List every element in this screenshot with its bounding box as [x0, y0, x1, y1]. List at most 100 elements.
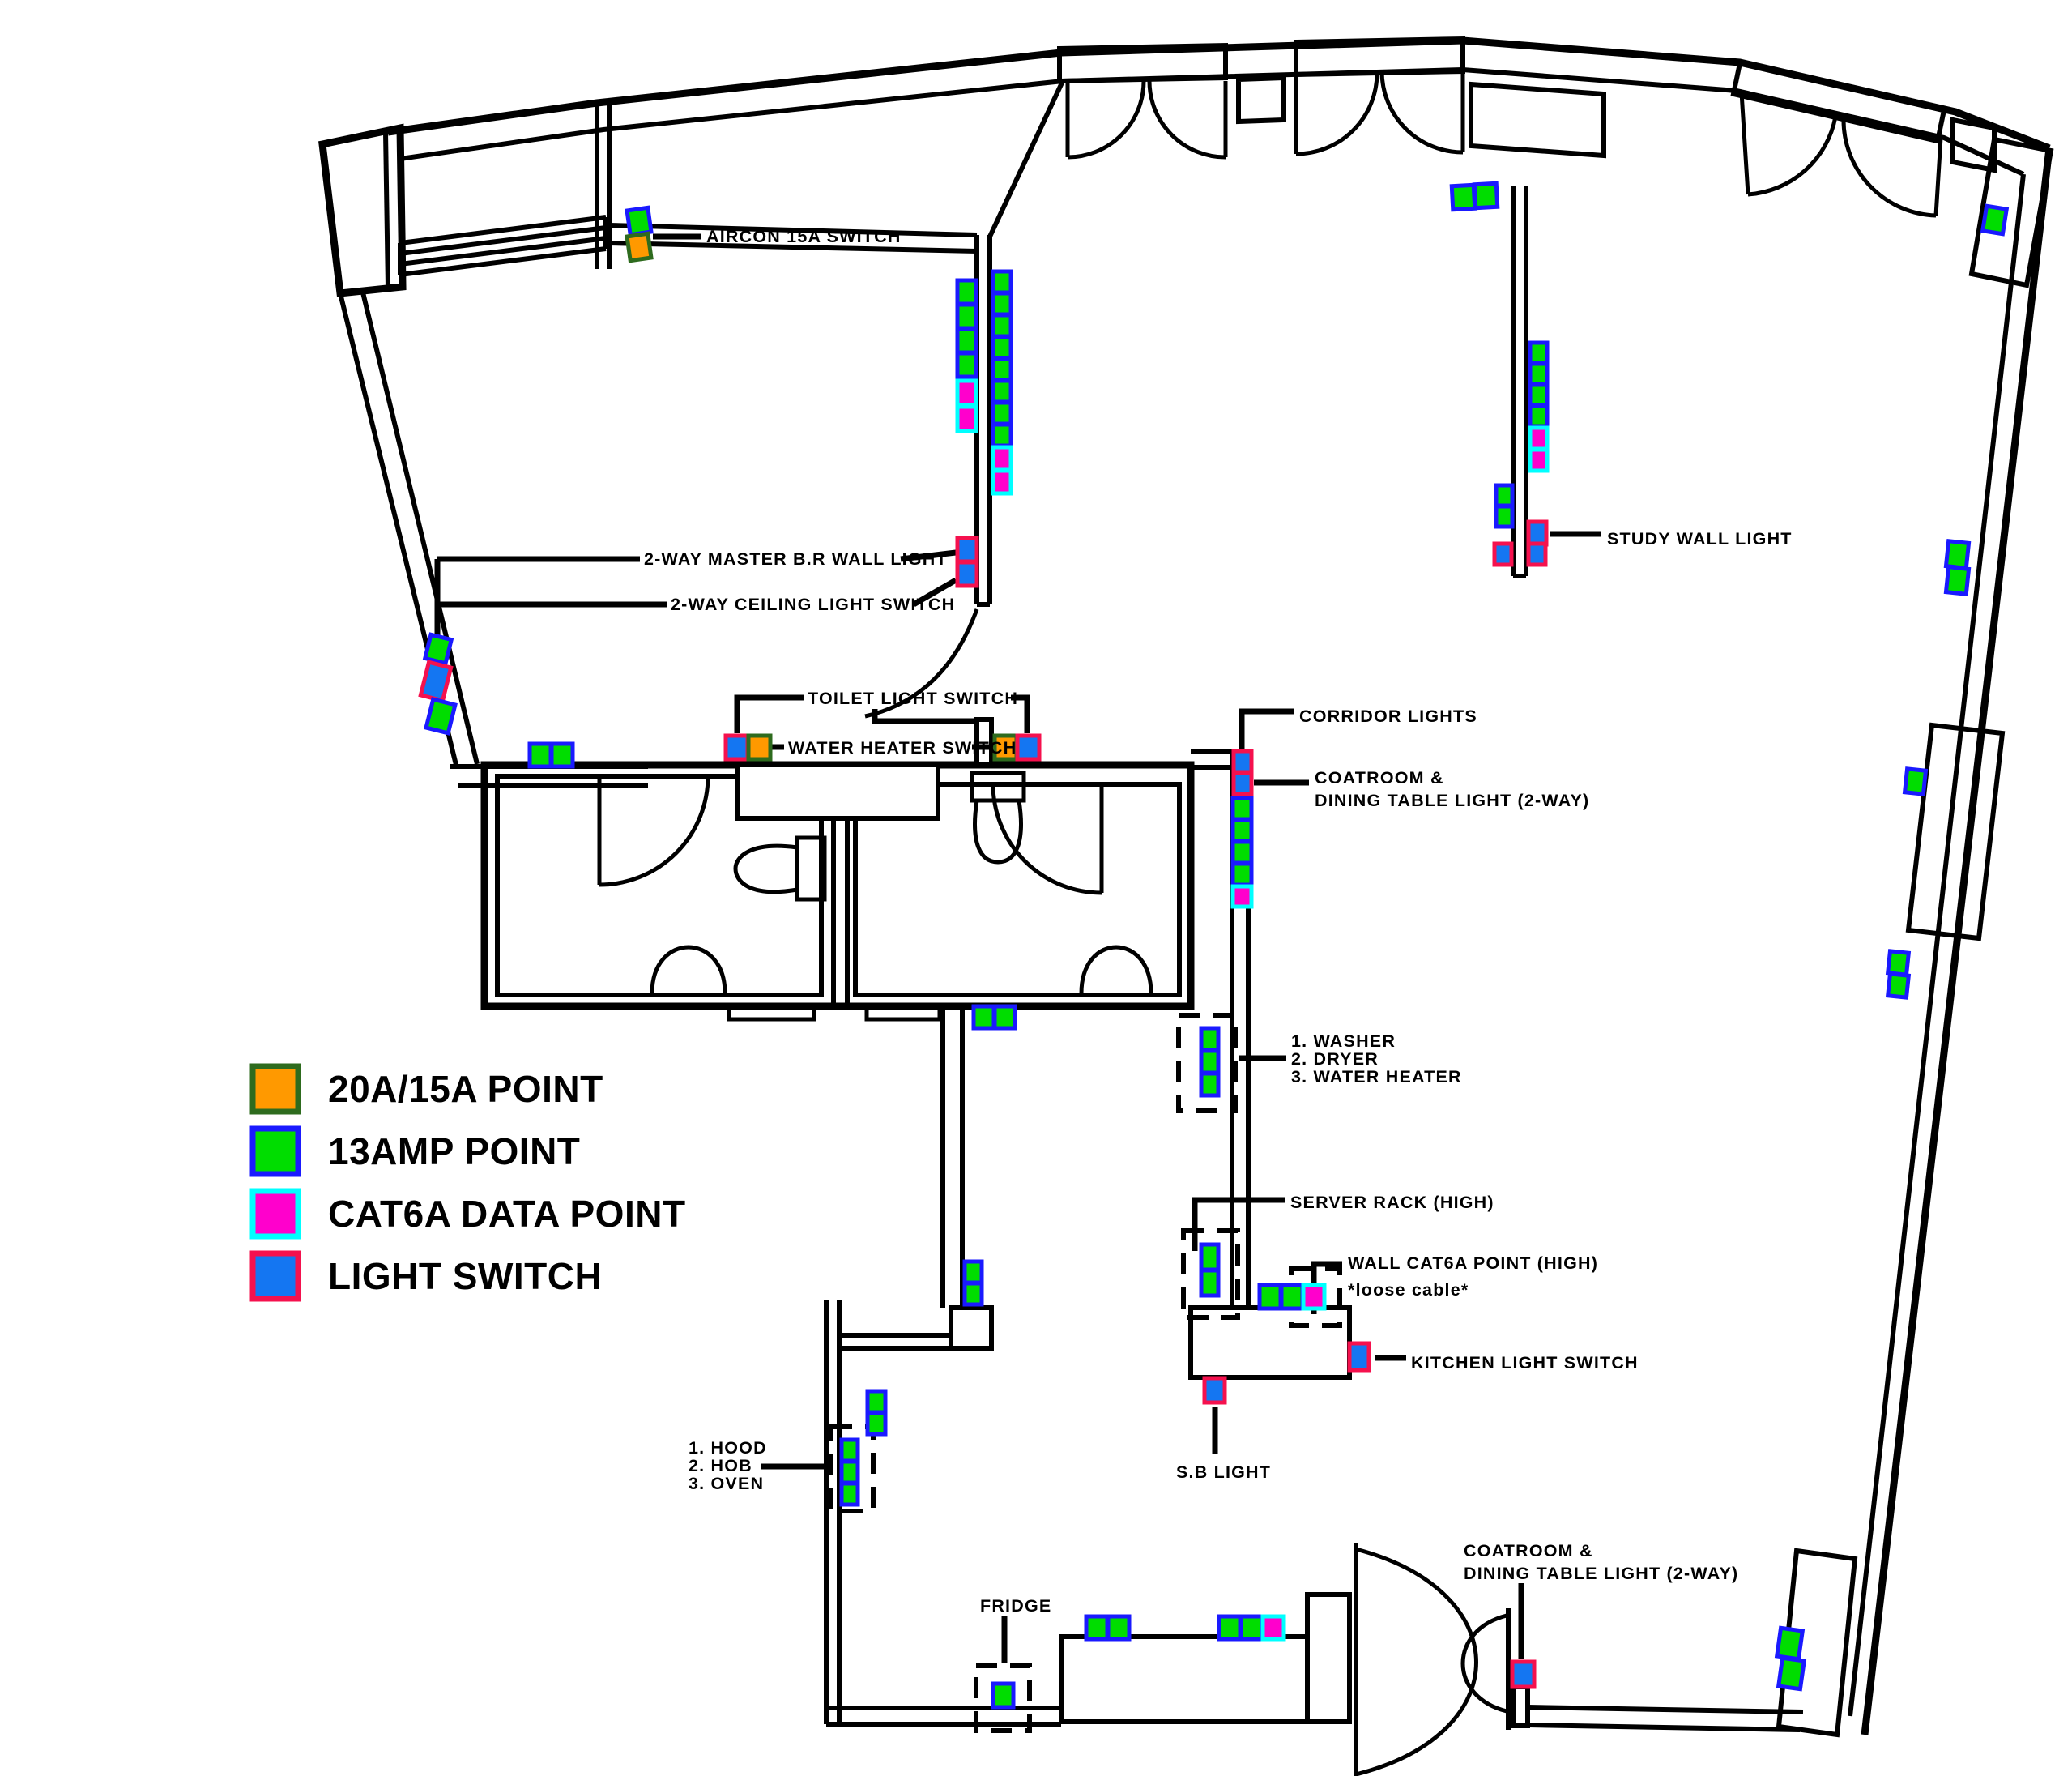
coatroom-dining-bottom-label: COATROOM &DINING TABLE LIGHT (2-WAY)	[1464, 1541, 1738, 1583]
light-switch	[1231, 771, 1254, 796]
13amp-point	[839, 1481, 860, 1507]
bathroom-door-left	[597, 775, 710, 887]
leader-line	[1239, 708, 1294, 749]
13amp-point	[1199, 1268, 1221, 1298]
top-wall-outer	[387, 36, 2051, 152]
13amp-point	[422, 632, 454, 666]
bathroom-central-wall	[831, 818, 850, 1006]
legend-label: 13AMP POINT	[328, 1130, 580, 1172]
cat6a-data-point	[1301, 1283, 1327, 1311]
light-switch	[1231, 749, 1254, 775]
13amp-point	[1199, 1242, 1221, 1272]
20a-15a-point	[625, 231, 654, 263]
13amp-point	[991, 422, 1013, 448]
13amp-point	[962, 1259, 984, 1285]
13amp-point	[1885, 949, 1912, 977]
study-wall	[1511, 186, 1528, 578]
13amp-point	[1885, 971, 1912, 1000]
13amp-point	[527, 741, 553, 769]
13amp-point	[991, 269, 1013, 295]
door3-frame	[1730, 60, 1947, 144]
13amp-point	[1106, 1614, 1132, 1642]
bottom-right-wall	[1527, 1705, 1804, 1732]
bathroom-thresholds	[727, 1004, 942, 1022]
kitchen-light-switch-label: KITCHEN LIGHT SWITCH	[1411, 1353, 1639, 1373]
kitchen-pillar	[1305, 1592, 1352, 1724]
leader-line	[900, 549, 957, 562]
walls-layer	[318, 36, 2054, 1776]
right-wall-window	[1905, 722, 2006, 941]
toilet-light-switch-label: TOILET LIGHT SWITCH	[808, 689, 1018, 708]
aircon-switch-label: AIRCON 15A SWITCH	[706, 227, 902, 246]
wall-cat6a-label: WALL CAT6A POINT (HIGH)*loose cable*	[1348, 1253, 1598, 1300]
leader-line	[1011, 694, 1030, 733]
toilet-left	[733, 835, 827, 902]
13amp-point	[962, 1281, 984, 1307]
13amp-point	[991, 335, 1013, 361]
planter-divider	[383, 131, 390, 290]
fridge-box	[974, 1663, 1032, 1733]
cat6a-data-point	[991, 445, 1013, 472]
water-heater-switch-label: WATER HEATER SWITCH	[788, 738, 1017, 758]
13amp-point	[1943, 539, 1972, 570]
window-bay-topright	[1469, 81, 1606, 159]
server-rack-label: SERVER RACK (HIGH)	[1290, 1193, 1494, 1212]
light-switch	[723, 733, 750, 762]
light-switch	[955, 536, 979, 564]
ceiling-light-switch-label: 2-WAY CEILING LIGHT SWITCH	[671, 595, 955, 614]
13amp-point	[1776, 1655, 1807, 1692]
server-rack-box	[1181, 1228, 1240, 1320]
cat6a-data-point	[991, 468, 1013, 496]
coatroom-dining-top-label: COATROOM &DINING TABLE LIGHT (2-WAY)	[1315, 768, 1589, 810]
13amp-point	[1230, 796, 1254, 822]
13amp-point	[1528, 382, 1550, 408]
master-door-arc	[864, 608, 979, 719]
13amp-point	[1084, 1614, 1110, 1642]
13amp-point	[839, 1459, 860, 1485]
bathrooms-outline	[480, 761, 1195, 1010]
sink-left	[650, 945, 727, 994]
study-wall-light-label: STUDY WALL LIGHT	[1607, 529, 1793, 549]
kitchen-bottom-wall	[826, 1706, 1061, 1727]
legend-label: LIGHT SWITCH	[328, 1255, 602, 1297]
13amp-point	[1774, 1625, 1806, 1662]
sb-light-label: S.B LIGHT	[1176, 1462, 1271, 1482]
13amp-point	[839, 1437, 860, 1463]
door1-frame	[1057, 42, 1228, 84]
13amp-point	[1449, 182, 1477, 212]
bathroom-inner-left	[495, 774, 824, 997]
cat6a-data-point	[1260, 1614, 1286, 1642]
13amp-point	[1528, 403, 1550, 429]
cat6a-data-point	[955, 404, 978, 433]
labels-layer: AIRCON 15A SWITCH 2-WAY MASTER B.R WALL L…	[644, 227, 1793, 1616]
light-switch	[955, 560, 979, 588]
13amp-point	[1279, 1283, 1305, 1311]
leader-line	[734, 694, 804, 733]
kitchen-counter-lower	[1059, 1634, 1310, 1724]
light-switch	[1492, 541, 1514, 567]
electrical-points-layer	[418, 181, 2010, 1710]
living-connector-wall	[987, 79, 1065, 238]
leader-lines-layer	[434, 233, 1601, 1663]
13amp-point	[991, 313, 1013, 339]
door2-leaves	[1294, 70, 1465, 156]
leader-line	[912, 577, 957, 608]
13amp-point	[1217, 1614, 1243, 1642]
sink-right	[1079, 945, 1153, 994]
master-wall-connector	[595, 102, 612, 269]
13amp-point	[992, 1004, 1017, 1031]
13amp-point	[955, 327, 978, 355]
13amp-point	[625, 205, 654, 237]
13amp-point	[1199, 1048, 1221, 1075]
pillar-mid	[949, 1305, 994, 1351]
13amp-point	[955, 351, 978, 379]
hood-hob-oven-box	[829, 1424, 876, 1513]
master-br-wall-light-label: 2-WAY MASTER B.R WALL LIGHT	[644, 549, 948, 569]
planter-top-left	[318, 123, 407, 297]
top-wall-inner	[399, 66, 2025, 177]
cat6a-data-point	[1528, 425, 1550, 451]
cat6a-data-point	[1528, 447, 1550, 473]
